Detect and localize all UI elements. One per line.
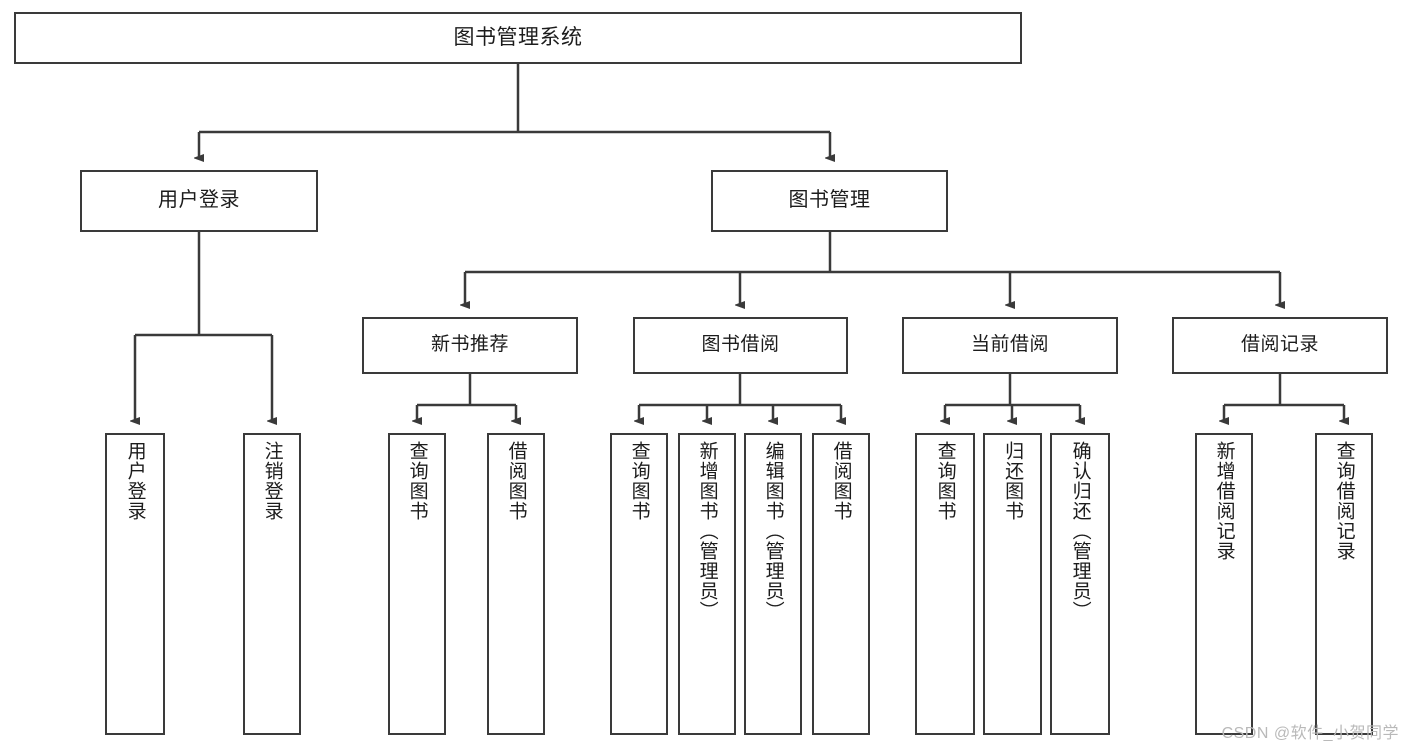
node-root-label: 图书管理系统 — [453, 25, 583, 49]
node-leaf-add-book-admin-label: 新增图书（管理员） — [696, 441, 718, 621]
node-leaf-edit-book-admin[interactable]: 编辑图书（管理员） — [744, 433, 802, 735]
node-leaf-logout-login-label: 注销登录 — [261, 441, 283, 521]
node-new-book-recommend[interactable]: 新书推荐 — [362, 317, 578, 374]
node-leaf-add-book-admin[interactable]: 新增图书（管理员） — [678, 433, 736, 735]
node-leaf-query-book-2[interactable]: 查询图书 — [610, 433, 668, 735]
node-leaf-borrow-book-2[interactable]: 借阅图书 — [812, 433, 870, 735]
node-leaf-query-book-2-label: 查询图书 — [628, 441, 650, 521]
node-user-login-label: 用户登录 — [158, 189, 240, 212]
node-root[interactable]: 图书管理系统 — [14, 12, 1022, 64]
node-leaf-confirm-return-admin-label: 确认归还（管理员） — [1069, 441, 1091, 621]
node-current-borrow-label: 当前借阅 — [970, 334, 1049, 356]
node-leaf-edit-book-admin-label: 编辑图书（管理员） — [762, 441, 784, 621]
node-book-manage-label: 图书管理 — [788, 189, 871, 212]
node-leaf-borrow-book-1-label: 借阅图书 — [505, 441, 527, 521]
node-leaf-confirm-return-admin[interactable]: 确认归还（管理员） — [1050, 433, 1110, 735]
node-borrow-record-label: 借阅记录 — [1240, 334, 1319, 356]
node-leaf-query-book-1-label: 查询图书 — [406, 441, 428, 521]
node-leaf-query-book-3-label: 查询图书 — [934, 441, 956, 521]
node-leaf-query-borrow-record[interactable]: 查询借阅记录 — [1315, 433, 1373, 735]
node-user-login[interactable]: 用户登录 — [80, 170, 318, 232]
node-leaf-user-login-label: 用户登录 — [124, 441, 146, 521]
node-book-borrow[interactable]: 图书借阅 — [633, 317, 848, 374]
node-leaf-return-book[interactable]: 归还图书 — [983, 433, 1042, 735]
node-leaf-query-book-3[interactable]: 查询图书 — [915, 433, 975, 735]
node-leaf-add-borrow-record[interactable]: 新增借阅记录 — [1195, 433, 1253, 735]
node-book-manage[interactable]: 图书管理 — [711, 170, 948, 232]
node-leaf-borrow-book-1[interactable]: 借阅图书 — [487, 433, 545, 735]
node-leaf-user-login[interactable]: 用户登录 — [105, 433, 165, 735]
node-leaf-add-borrow-record-label: 新增借阅记录 — [1213, 441, 1235, 561]
node-leaf-query-borrow-record-label: 查询借阅记录 — [1333, 441, 1355, 561]
node-leaf-logout-login[interactable]: 注销登录 — [243, 433, 301, 735]
node-current-borrow[interactable]: 当前借阅 — [902, 317, 1118, 374]
node-new-book-recommend-label: 新书推荐 — [430, 334, 509, 356]
node-leaf-return-book-label: 归还图书 — [1002, 441, 1024, 521]
node-book-borrow-label: 图书借阅 — [701, 334, 780, 356]
node-leaf-query-book-1[interactable]: 查询图书 — [388, 433, 446, 735]
node-leaf-borrow-book-2-label: 借阅图书 — [830, 441, 852, 521]
node-borrow-record[interactable]: 借阅记录 — [1172, 317, 1388, 374]
